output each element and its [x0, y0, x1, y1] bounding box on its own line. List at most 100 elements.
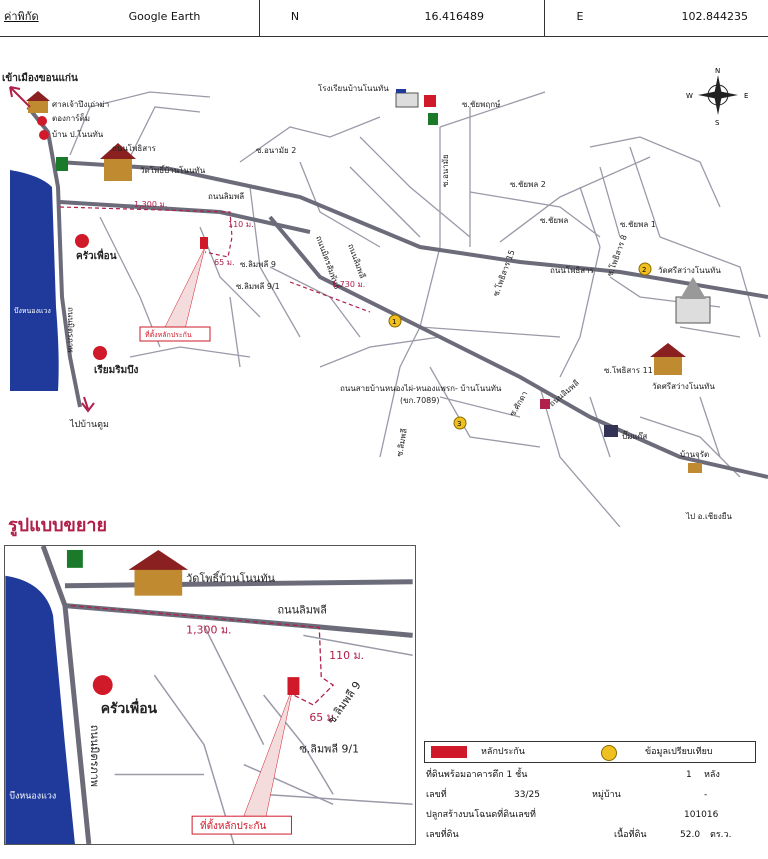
temple-icon [100, 143, 136, 181]
road-limphli-label: ถนนลิมพลี [208, 192, 244, 201]
svg-text:W: W [686, 92, 693, 100]
house-icon [39, 130, 49, 140]
inset-dist-65-label: 65 ม. [309, 711, 337, 724]
soi-chayaphruek-label: ซ.ชัยพฤกษ์ [462, 99, 501, 109]
kruapuean-label: ครัวเพื่อน [76, 248, 117, 262]
to-khonkaen-label: เข้าเมืองขอนแก่น [2, 72, 78, 84]
collateral-swatch [431, 746, 467, 758]
soi-phothisan15-label: ซ.โพธิสาร 15 [490, 248, 516, 297]
road-nongphai-label: ถนนสายบ้านหนองไผ่-หนองแพรก- บ้านโนนทัน [340, 383, 502, 393]
inset-wat-pho-label: วัดโพธิ์บ้านโนนทัน [186, 570, 275, 585]
soi-limphli9-label: ซ.ลิมพลี 9 [240, 260, 276, 269]
legend-header: หลักประกัน ข้อมูลเปรียบเทียบ [424, 741, 756, 763]
inset-store-icon [66, 549, 83, 568]
inset-site-label-box [191, 815, 292, 835]
school-icon [395, 89, 419, 108]
house-label: บ้าน ป.โนนทัน [52, 129, 104, 139]
svg-text:N: N [715, 67, 720, 75]
east-label: E [576, 10, 584, 23]
soi-sakda-label: ซ.ศักดา [508, 390, 530, 418]
to-khonkaen-arrow [9, 86, 31, 108]
road-phothisan2-label: ถนนโพธิสาร [550, 265, 595, 275]
svg-text:2: 2 [642, 266, 646, 274]
comparison-marker-1[interactable]: 1 [388, 314, 402, 328]
inset-road-limphli-label: ถนนลิมพลี [278, 604, 327, 617]
legend-row-2: เลขที่ 33/25 หมู่บ้าน - [426, 790, 708, 800]
comparison-marker-3[interactable]: 3 [453, 416, 467, 430]
to-bantum-label: ไปบ้านตูม [69, 419, 109, 430]
enlarged-title: รูปแบบขยาย [8, 515, 108, 536]
inset-soi-limphli91-label: ซ.ลิมพลี 9/1 [299, 743, 359, 756]
coord-label: ค่าพิกัด [4, 10, 39, 23]
wat-sriswang-label: วัดศรีสว่างโนนทัน [658, 265, 721, 275]
svg-text:E: E [744, 92, 748, 100]
house-jurat-icon [688, 463, 702, 473]
restaurant-icon-2 [93, 346, 107, 360]
store-icon [56, 157, 68, 171]
dist-110-label: 110 ม. [228, 220, 254, 229]
svg-text:1: 1 [392, 318, 396, 326]
lake-label: บึงหนองแวง [14, 306, 51, 315]
shrine-icon [26, 91, 50, 113]
comparison-swatch [601, 745, 617, 761]
collateral-marker[interactable] [200, 237, 208, 249]
north-label: N [290, 10, 300, 23]
road-code-label: (ขก.7089) [400, 396, 439, 405]
road-mitraphap-label: ถนนมิตรภาพ [66, 307, 75, 353]
soi-anamai-label: ซ.อนามัย [441, 154, 450, 187]
inset-restaurant-icon [92, 675, 113, 695]
compass-icon: N S W E [686, 67, 748, 127]
inset-map[interactable]: บึงหนองแวง ที่ตั้งหลักประกัน วัดโพธิ์บ้า… [4, 545, 416, 845]
dist-65-label: 65 ม. [214, 258, 235, 267]
east-value: 102.844235 [681, 10, 748, 23]
comparison-legend-label: ข้อมูลเปรียบเทียบ [645, 747, 713, 757]
inset-collateral-marker[interactable] [287, 677, 300, 695]
legend-row-3: ปลูกสร้างบนโฉนดที่ดินเลขที่ 101016 [426, 810, 719, 820]
inset-distance-path [70, 604, 335, 706]
banjurat-label: บ้านจุรัต [680, 450, 709, 459]
to-bantum-arrow [81, 396, 95, 413]
pumkat-label: ปั๊มแก๊ส [622, 430, 647, 441]
legend-row-4: เลขที่ดิน เนื้อที่ดิน 52.0 ตร.ว. [426, 830, 732, 840]
coord-source: Google Earth [70, 0, 260, 36]
coordinate-header: ค่าพิกัด Google Earth N 16.416489 E 102.… [0, 0, 768, 37]
site-label-box [139, 326, 211, 342]
hospital-icon [424, 95, 436, 107]
collateral-legend-label: หลักประกัน [481, 747, 525, 757]
soi-chayaphon-label: ซ.ชัยพล [540, 216, 568, 225]
soi-limphli-label: ซ.ลิมพลี [395, 428, 409, 458]
soi-phothisan11-label: ซ.โพธิสาร 11 [604, 365, 653, 375]
svg-text:3: 3 [457, 420, 461, 428]
site-beam [164, 246, 206, 330]
temple-sriswang2-icon [650, 343, 686, 375]
road-phothisan-label: ถนนโพธิสาร [112, 143, 157, 153]
soi-chayaphon1-label: ซ.ชัยพล 1 [620, 220, 656, 229]
mart-icon [37, 116, 47, 126]
lake-shape [10, 170, 59, 391]
store-icon-2 [428, 113, 438, 125]
legend-row-1: ที่ดินพร้อมอาคารตึก 1 ชั้น 1 หลัง [426, 770, 720, 780]
inset-kruapuean-label: ครัวเพื่อน [101, 698, 158, 717]
inset-dist-1300-label: 1,300 ม. [186, 623, 231, 636]
wat-sriswang2-label: วัดศรีสว่างโนนทัน [652, 381, 715, 391]
inset-site-label: ที่ตั้งหลักประกัน [200, 818, 266, 832]
inset-road-mitraphap-label: ถนนมิตรภาพ [88, 725, 101, 787]
inset-temple-icon [128, 549, 189, 596]
north-value: 16.416489 [330, 0, 545, 36]
distance-path [59, 206, 371, 313]
shop-icon [540, 399, 550, 409]
site-label: ที่ตั้งหลักประกัน [145, 328, 192, 339]
inset-site-beam [243, 684, 294, 819]
comparison-marker-2[interactable]: 2 [638, 262, 652, 276]
main-map[interactable]: บึงหนองแวง [0, 37, 768, 527]
soi-limphli91-label: ซ.ลิมพลี 9/1 [236, 282, 280, 291]
shrine-label: ศาลเจ้าปึงเถ่าม่า [52, 100, 109, 109]
riamrimbueng-label: เรียมริมบึง [94, 364, 139, 376]
wat-pho-label: วัดโพธิ์บ้านโนนทัน [140, 164, 206, 175]
inset-lake-shape [5, 575, 75, 844]
to-chiangyuen-label: ไป อ.เชียงยืน [685, 512, 732, 521]
main-roads [26, 105, 768, 479]
restaurant-icon [75, 234, 89, 248]
mart-label: ตองการ์ต็ม [52, 113, 90, 123]
inset-soi-limphli9-label: ซ.ลิมพลี 9 [325, 679, 364, 727]
